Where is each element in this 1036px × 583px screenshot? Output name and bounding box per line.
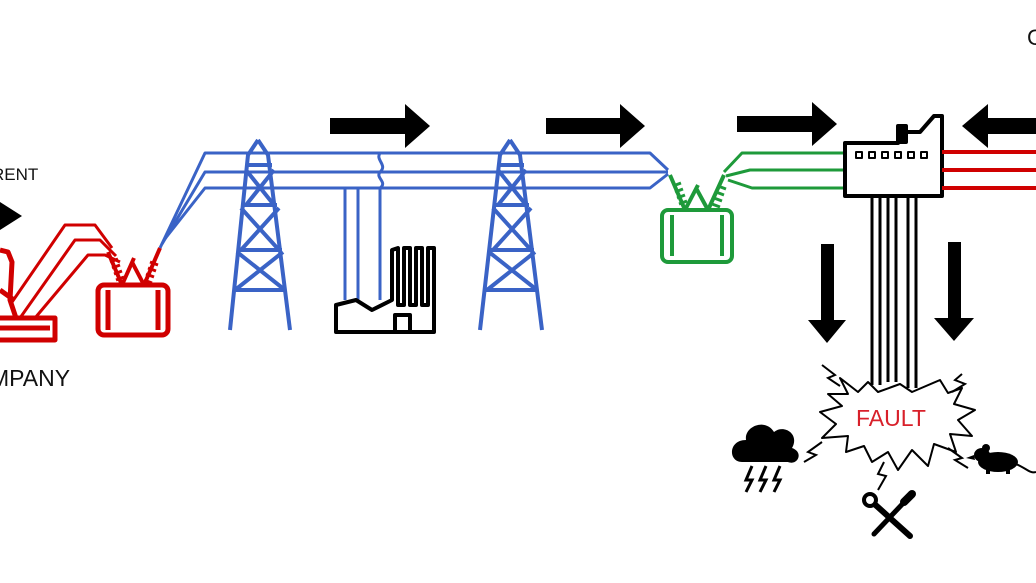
wrench-screwdriver-icon — [862, 490, 916, 539]
arrow-right-icon — [0, 202, 22, 230]
generator-plant-icon — [0, 247, 58, 343]
arrow-right-icon — [546, 104, 645, 148]
step-up-transformer-icon — [95, 247, 171, 338]
arrow-down-icon — [808, 244, 846, 343]
current-label: RENT — [0, 165, 39, 184]
incoming-red-lines — [942, 150, 1036, 190]
storm-cloud-icon — [731, 424, 799, 493]
flow-arrows — [330, 102, 1036, 343]
rat-icon — [966, 444, 1036, 474]
factory-icon — [334, 246, 436, 334]
arrow-right-icon — [737, 102, 837, 146]
transmission-lines — [158, 151, 670, 249]
fault-burst-icon — [819, 377, 976, 471]
generation-section — [0, 223, 171, 343]
transmission-section — [158, 138, 670, 331]
top-right-label: C — [1027, 25, 1036, 50]
generation-lines — [8, 223, 121, 319]
company-label: MPANY — [0, 365, 71, 391]
transmission-tower-icon — [228, 138, 292, 331]
distribution-lines — [722, 151, 845, 190]
arrow-right-icon — [330, 104, 430, 148]
distribution-section — [660, 151, 845, 264]
fault-feeder-lines — [870, 196, 918, 388]
arrow-down-icon — [934, 242, 974, 341]
lightning-icon — [803, 364, 969, 491]
industrial-tap-lines — [343, 151, 385, 300]
fault-label: FAULT — [856, 405, 926, 431]
arrow-left-icon — [962, 104, 1036, 148]
step-down-transformer-icon — [660, 174, 734, 264]
transmission-tower-icon — [478, 138, 544, 331]
consumer-substation-icon — [843, 114, 944, 388]
